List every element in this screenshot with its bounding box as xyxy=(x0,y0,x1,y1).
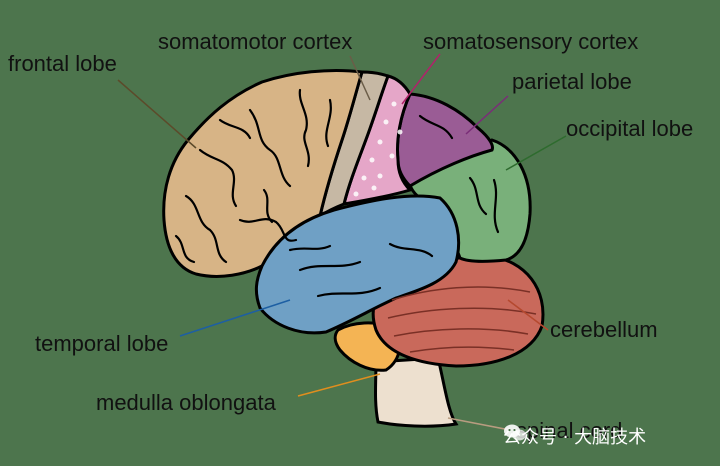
spinal-cord-region xyxy=(374,356,459,428)
label-parietal-lobe: parietal lobe xyxy=(512,69,632,94)
leader-line-frontal xyxy=(117,79,197,149)
cerebellum-folia xyxy=(387,286,537,353)
leader-line-somatomotor xyxy=(349,55,371,101)
label-somatomotor-cortex: somatomotor cortex xyxy=(158,29,353,54)
leader-line-occipital xyxy=(505,135,567,171)
leader-line-parietal xyxy=(465,95,509,135)
leader-line-cerebellum xyxy=(507,299,549,331)
watermark: 公众号 · 大脑技术 xyxy=(503,423,646,449)
leader-line-somatosensory xyxy=(401,53,441,105)
wechat-icon xyxy=(504,424,526,441)
label-somatosensory-cortex: somatosensory cortex xyxy=(423,29,639,54)
label-cerebellum: cerebellum xyxy=(550,317,658,342)
label-spinal-cord: spinal cord xyxy=(516,418,623,443)
leader-line-spinal xyxy=(447,417,511,431)
temporal-lobe-region xyxy=(254,194,461,335)
leader-line-temporal xyxy=(179,299,291,337)
label-occipital-lobe: occipital lobe xyxy=(566,116,694,141)
somatosensory-dots xyxy=(353,101,403,197)
watermark-text: 公众号 · 大脑技术 xyxy=(503,427,647,448)
label-temporal-lobe: temporal lobe xyxy=(35,331,169,356)
label-medulla-oblongata: medulla oblongata xyxy=(96,390,276,415)
frontal-lobe-region xyxy=(162,68,364,278)
leader-line-medulla xyxy=(297,373,381,397)
label-frontal-lobe: frontal lobe xyxy=(8,51,117,76)
sulci-lines xyxy=(174,88,500,298)
